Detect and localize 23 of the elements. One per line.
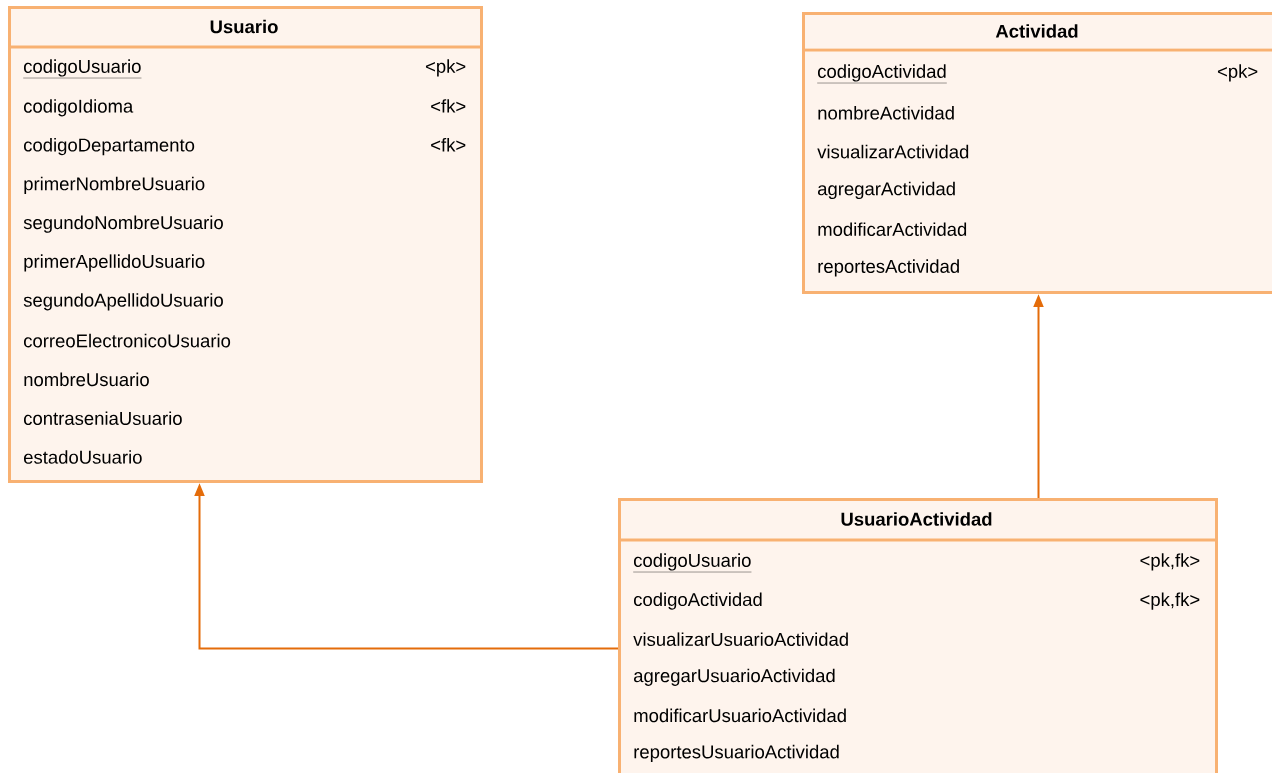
attribute-row: correoElectronicoUsuario	[24, 333, 231, 348]
attribute-row: reportesActividad	[818, 259, 959, 277]
attribute-row: segundoApellidoUsuario	[23, 293, 223, 311]
attribute-row: visualizarUsuarioActividad	[633, 632, 848, 646]
attribute-row: primerNombreUsuario	[24, 176, 205, 194]
attribute-row: visualizarActividad	[817, 144, 969, 159]
attribute-row: codigoUsuario <pk>	[23, 59, 466, 79]
attribute-row: codigoUsuario <pk,fk>	[633, 553, 1200, 573]
attribute-row: reportesUsuarioActividad	[634, 744, 839, 763]
attribute-row: primerApellidoUsuario	[24, 254, 205, 272]
attribute-row: codigoActividad <pk,fk>	[634, 592, 1200, 610]
attribute-row: agregarUsuarioActividad	[634, 668, 835, 686]
attribute-row: modificarActividad	[818, 222, 967, 236]
attribute-row: modificarUsuarioActividad	[634, 708, 846, 723]
attribute-row: segundoNombreUsuario	[23, 215, 223, 233]
attribute-row: agregarActividad	[818, 181, 955, 199]
attribute-row: nombreUsuario	[24, 372, 149, 387]
attribute-row: codigoDepartamento <fk>	[24, 137, 466, 156]
attribute-row: nombreActividad	[818, 106, 954, 120]
attribute-row: contraseniaUsuario	[24, 411, 182, 425]
attribute-row: codigoIdioma <fk>	[24, 99, 466, 117]
attribute-row: codigoActividad <pk>	[817, 64, 1258, 84]
attribute-row: estadoUsuario	[24, 450, 142, 464]
